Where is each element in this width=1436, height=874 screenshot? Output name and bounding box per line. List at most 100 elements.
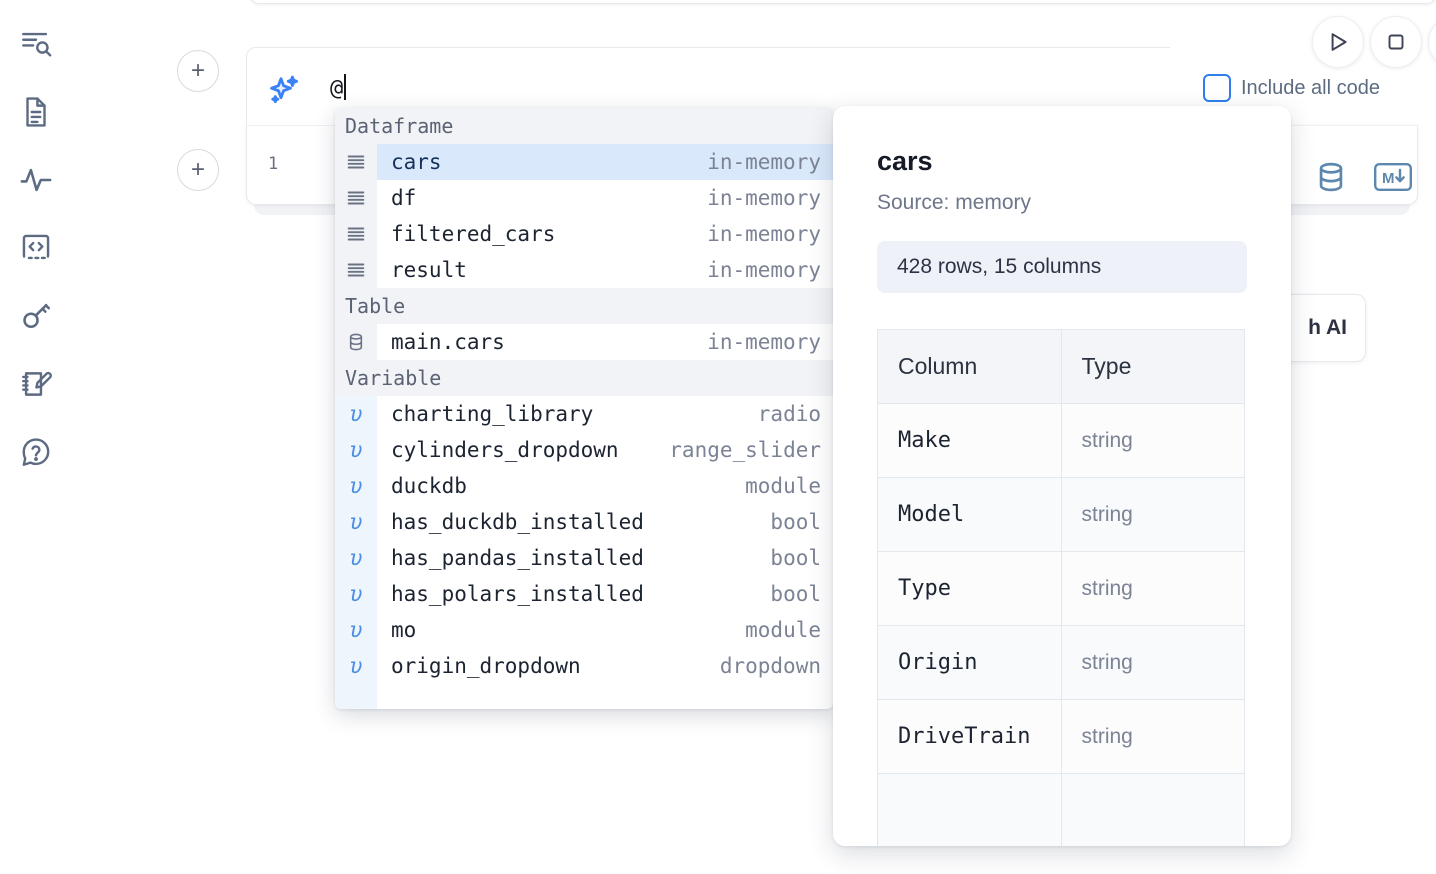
autocomplete-item-name: filtered_cars [391,222,556,246]
autocomplete-item-name: origin_dropdown [391,654,581,678]
schema-column-name [877,773,1062,846]
add-cell-button-below[interactable] [177,149,219,191]
autocomplete-item-name: cylinders_dropdown [391,438,619,462]
variable-icon: υ [335,648,377,684]
autocomplete-item-type: bool [770,582,821,606]
autocomplete-item-name: main.cars [391,330,505,354]
autocomplete-item-name: charting_library [391,402,594,426]
column-header-type: Type [1060,329,1245,404]
secrets-key-icon[interactable] [13,290,59,342]
file-explorer-icon[interactable] [13,86,59,138]
schema-column-name: DriveTrain [877,699,1062,774]
autocomplete-item-name: result [391,258,467,282]
schema-column-type: string [1060,551,1245,626]
previous-cell-card [250,0,1436,4]
markdown-down-icon[interactable]: M [1374,163,1412,191]
column-header-column: Column [877,329,1062,404]
database-icon[interactable] [1314,160,1348,194]
variable-icon: υ [335,576,377,612]
more-actions-button[interactable] [1428,16,1436,68]
autocomplete-item-name: duckdb [391,474,467,498]
schema-column-type: string [1060,625,1245,700]
autocomplete-section-header: Variable [335,360,833,396]
autocomplete-item-type: in-memory [707,150,821,174]
variable-icon: υ [335,396,377,432]
variable-icon: υ [335,612,377,648]
schema-column-type [1060,773,1245,846]
activity-icon[interactable] [13,154,59,206]
preview-shape-badge: 428 rows, 15 columns [877,241,1247,293]
variable-icon: υ [335,468,377,504]
preview-title: cars [877,146,933,176]
variable-icon: υ [335,540,377,576]
variable-icon: υ [335,432,377,468]
cell-toolbar: M [1314,160,1412,194]
autocomplete-item[interactable]: υ charting_library radio [335,396,833,432]
schema-column-name: Type [877,551,1062,626]
autocomplete-item-name: has_duckdb_installed [391,510,644,534]
ai-prompt-input[interactable]: @ [330,72,347,106]
autocomplete-item[interactable]: υ has_pandas_installed bool [335,540,833,576]
autocomplete-item-type: in-memory [707,330,821,354]
table-row [877,773,1245,846]
schema-column-type: string [1060,403,1245,478]
autocomplete-item[interactable]: υ has_polars_installed bool [335,576,833,612]
autocomplete-section-header: Dataframe [335,108,833,144]
left-sidebar [0,0,72,874]
autocomplete-item-type: range_slider [669,438,821,462]
scratchpad-icon[interactable] [13,358,59,410]
autocomplete-item[interactable]: main.cars in-memory [335,324,833,360]
autocomplete-item-type: in-memory [707,222,821,246]
schema-column-type: string [1060,699,1245,774]
add-cell-button-above[interactable] [177,50,219,92]
outline-search-icon[interactable] [13,18,59,70]
dataset-preview-panel: cars Source: memory 428 rows, 15 columns… [833,106,1291,846]
include-all-code-label: Include all code [1241,76,1380,99]
include-all-code-checkbox[interactable] [1203,74,1231,102]
schema-column-name: Origin [877,625,1062,700]
code-snippets-icon[interactable] [13,222,59,274]
autocomplete-item[interactable]: filtered_cars in-memory [335,216,833,252]
dataframe-icon [335,180,377,216]
autocomplete-item-type: radio [757,402,821,426]
autocomplete-section-header: Table [335,288,833,324]
include-all-code-row[interactable]: Include all code [1203,74,1380,102]
autocomplete-item-type: bool [770,510,821,534]
run-button[interactable] [1312,16,1364,68]
autocomplete-item[interactable]: υ has_duckdb_installed bool [335,504,833,540]
autocomplete-item-type: in-memory [707,186,821,210]
generate-with-ai-label: h AI [1308,316,1347,339]
sparkles-icon [266,72,302,108]
autocomplete-item-name: has_polars_installed [391,582,644,606]
help-chat-icon[interactable] [13,426,59,478]
dataframe-icon [335,144,377,180]
ai-prompt-value: @ [330,76,344,101]
autocomplete-item-type: in-memory [707,258,821,282]
preview-source: Source: memory [877,191,1032,214]
code-line-number: 1 [268,154,279,174]
autocomplete-item[interactable]: υ cylinders_dropdown range_slider [335,432,833,468]
schema-column-name: Model [877,477,1062,552]
schema-column-type: string [1060,477,1245,552]
autocomplete-item-type: bool [770,546,821,570]
stop-button[interactable] [1370,16,1422,68]
autocomplete-item[interactable]: result in-memory [335,252,833,288]
autocomplete-item-name: has_pandas_installed [391,546,644,570]
text-caret [344,74,347,100]
variable-icon: υ [335,504,377,540]
svg-text:M: M [1382,170,1395,187]
dataframe-icon [335,252,377,288]
